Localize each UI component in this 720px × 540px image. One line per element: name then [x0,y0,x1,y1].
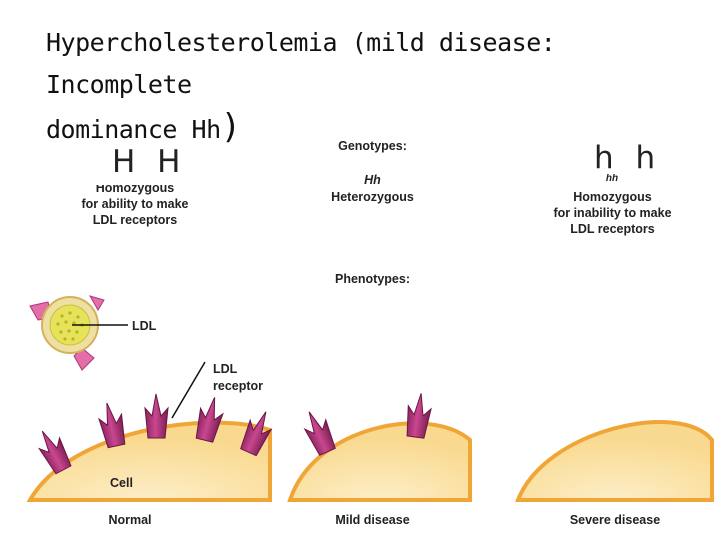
big-label-HH: H H [112,144,187,180]
severe-genotype-desc: Homozygous for inability to make LDL rec… [540,189,685,237]
ldl-receptor-label: LDL receptor [213,361,263,395]
receptor-mild-1 [303,411,336,456]
receptor-normal-5 [240,411,273,457]
genotype-hh-small: hh [605,174,619,181]
ldl-receptor-label-line1: LDL [213,362,238,376]
phenotype-severe: Severe disease [569,513,661,527]
normal-desc-line1: Homozygous [95,185,175,195]
phenotype-normal: Normal [108,513,152,527]
severe-desc-line1: Homozygous [573,190,652,204]
genotype-Hh: Hh [364,173,381,187]
ldl-spike-bottom [73,347,95,371]
receptor-normal-1 [37,430,72,475]
title-paren: ) [220,107,241,147]
ldl-receptor-label-line2: receptor [213,379,264,393]
normal-desc-line2: for ability to make [81,197,189,211]
cell-mild [287,421,472,502]
normal-desc-line3: LDL receptors [92,213,178,227]
phenotype-mild: Mild disease [335,513,410,527]
title-line-1: Hypercholesterolemia (mild disease: Inco… [46,28,556,99]
receptor-normal-3 [144,393,169,439]
genotypes-heading: Genotypes: [338,139,407,153]
receptor-normal-4 [195,397,224,443]
normal-genotype-desc: Homozygous for ability to make LDL recep… [60,185,210,228]
ldl-label: LDL [132,319,157,333]
severe-desc-line2: for inability to make [553,206,672,220]
big-label-hh: h h [594,140,662,176]
heterozygous-label: Heterozygous [331,190,414,204]
title-line-2: dominance Hh) [46,106,706,151]
ldl-spike-right [88,295,105,311]
receptor-normal-2 [98,402,126,449]
cell-label: Cell [110,476,133,490]
ldl-receptor-callout-line [171,361,206,419]
severe-desc-line3: LDL receptors [570,222,655,236]
receptor-mild-2 [406,393,432,439]
cell-severe [515,420,714,502]
phenotypes-heading: Phenotypes: [334,272,410,286]
slide-title: Hypercholesterolemia (mild disease: Inco… [46,22,706,151]
ldl-particle [29,295,105,371]
title-line-2-text: dominance Hh [46,115,221,144]
